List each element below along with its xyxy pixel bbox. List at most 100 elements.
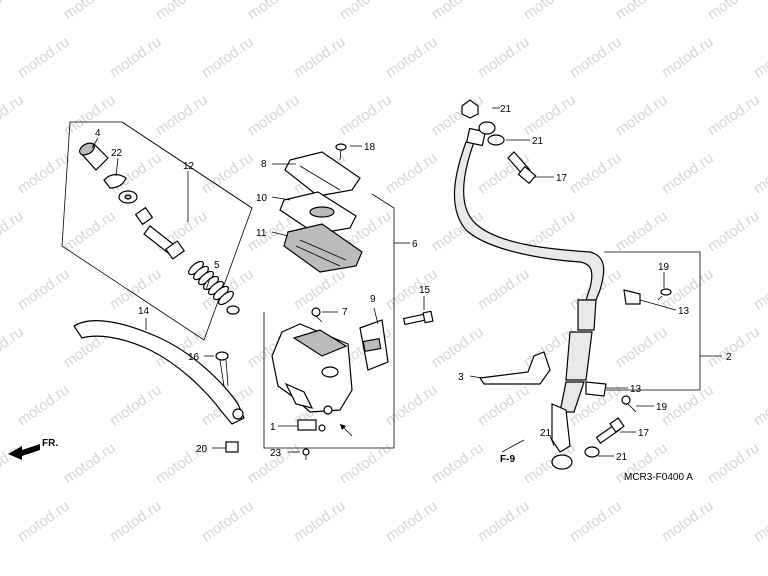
watermark-text: motod.ru xyxy=(566,149,624,197)
watermark-text: motod.ru xyxy=(612,207,670,255)
washer-hole xyxy=(124,194,132,200)
callout-12: 12 xyxy=(183,161,195,172)
callout-21-c: 21 xyxy=(616,452,628,463)
callout-11: 11 xyxy=(256,228,267,239)
watermark-text: motod.ru xyxy=(382,149,440,197)
spring-coil xyxy=(218,290,234,306)
callout-19-b: 19 xyxy=(656,402,668,413)
bolt-17-top xyxy=(507,151,537,185)
callout-7: 7 xyxy=(342,307,348,318)
watermark-text: motod.ru xyxy=(290,497,348,545)
watermark-text: motod.ru xyxy=(566,497,624,545)
watermark-text: motod.ru xyxy=(658,149,716,197)
watermark-text: motod.ru xyxy=(0,439,27,487)
washer-21-top xyxy=(461,99,479,119)
lever-part xyxy=(73,320,245,425)
callout-1: 1 xyxy=(270,422,276,433)
watermark-text: motod.ru xyxy=(428,439,486,487)
watermark-text: motod.ru xyxy=(152,0,210,23)
watermark-text: motod.ru xyxy=(750,497,768,545)
watermark-text: motod.ru xyxy=(244,439,302,487)
watermark-text: motod.ru xyxy=(106,265,164,313)
watermark-text: motod.ru xyxy=(60,439,118,487)
hose-kit-box xyxy=(604,251,701,391)
watermark-text: motod.ru xyxy=(474,497,532,545)
watermark-text: motod.ru xyxy=(336,439,394,487)
callout-17-a: 17 xyxy=(556,173,568,184)
washer-21-mid xyxy=(487,134,505,146)
bolt-15 xyxy=(402,310,434,326)
piston-part xyxy=(134,206,186,260)
watermark-text: motod.ru xyxy=(0,91,27,139)
callout-18: 18 xyxy=(364,142,376,153)
watermark-text: motod.ru xyxy=(14,33,72,81)
watermark-text: motod.ru xyxy=(244,0,302,23)
watermark-text: motod.ru xyxy=(474,33,532,81)
watermark-text: motod.ru xyxy=(382,497,440,545)
leader-lines xyxy=(91,107,677,457)
master-cylinder-body xyxy=(271,323,353,415)
callout-8: 8 xyxy=(261,159,267,170)
watermark-text: motod.ru xyxy=(0,0,27,23)
watermark-text: motod.ru xyxy=(382,381,440,429)
callout-6: 6 xyxy=(412,239,418,250)
callout-14: 14 xyxy=(138,306,150,317)
watermark-text: motod.ru xyxy=(658,381,716,429)
watermark-text: motod.ru xyxy=(106,33,164,81)
watermark-text: motod.ru xyxy=(658,497,716,545)
watermark-text: motod.ru xyxy=(198,33,256,81)
watermark-text: motod.ru xyxy=(14,381,72,429)
watermark-text: motod.ru xyxy=(520,0,578,23)
circlip-part xyxy=(103,173,127,189)
callout-9: 9 xyxy=(370,294,376,305)
pivot-bolt-16 xyxy=(215,351,229,387)
watermark-text: motod.ru xyxy=(704,0,762,23)
watermark-text: motod.ru xyxy=(106,497,164,545)
front-direction-arrow xyxy=(8,444,40,460)
callout-labels: 4 22 12 5 8 10 11 18 6 7 9 15 14 16 20 1… xyxy=(42,104,732,483)
callout-13-b: 13 xyxy=(630,384,642,395)
watermark-text: motod.ru xyxy=(152,91,210,139)
callout-5: 5 xyxy=(214,260,220,271)
callout-3: 3 xyxy=(458,372,464,383)
screw-18 xyxy=(335,143,347,161)
callout-15: 15 xyxy=(419,285,431,296)
bolt-17-low xyxy=(595,417,625,444)
washer-21-low xyxy=(584,446,600,458)
reference-label: F-9 xyxy=(500,454,515,465)
callout-10: 10 xyxy=(256,193,268,204)
diaphragm-plate xyxy=(279,191,357,235)
boot-part xyxy=(79,142,109,171)
watermark-text: motod.ru xyxy=(520,91,578,139)
holder-part xyxy=(359,319,389,371)
switch-part xyxy=(297,419,326,432)
watermark-text: motod.ru xyxy=(0,207,27,255)
screw-7 xyxy=(311,307,323,323)
watermark-text: motod.ru xyxy=(198,497,256,545)
watermark-text: motod.ru xyxy=(60,207,118,255)
watermark-text: motod.ru xyxy=(0,323,27,371)
watermark-text: motod.ru xyxy=(750,381,768,429)
callout-21-a: 21 xyxy=(500,104,512,115)
spring-seat xyxy=(226,305,240,315)
reservoir-cap xyxy=(284,151,361,197)
diagram-code: MCR3-F0400 A xyxy=(624,472,693,483)
watermark-text: motod.ru xyxy=(428,323,486,371)
hose-lower xyxy=(551,299,597,470)
screw-23 xyxy=(302,448,310,460)
callout-16: 16 xyxy=(188,352,200,363)
watermark-text: motod.ru xyxy=(750,33,768,81)
nut-20 xyxy=(225,441,239,453)
watermark-text: motod.ru xyxy=(566,33,624,81)
watermark-text: motod.ru xyxy=(658,33,716,81)
watermark-text: motod.ru xyxy=(336,91,394,139)
direction-label: FR. xyxy=(42,438,58,449)
watermark-layer: motod.ru motod.ru motod.ru motod.ru motod.ru… xyxy=(0,0,768,545)
watermark-text: motod.ru xyxy=(290,265,348,313)
watermark-text: motod.ru xyxy=(428,0,486,23)
watermark-text: motod.ru xyxy=(612,323,670,371)
callout-2: 2 xyxy=(726,352,732,363)
piston-kit-box xyxy=(61,121,253,341)
watermark-text: motod.ru xyxy=(14,265,72,313)
